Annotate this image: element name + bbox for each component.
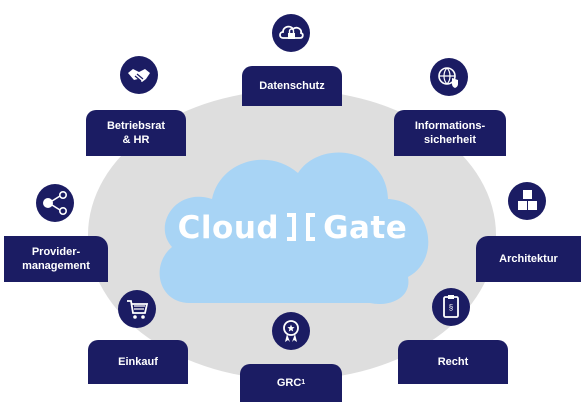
label-recht: Recht	[398, 340, 508, 384]
logo-text-gate: Gate	[323, 210, 408, 246]
cubes-icon	[508, 182, 546, 220]
label-informationssicherheit: Informations-sicherheit	[394, 110, 506, 156]
svg-text:§: §	[449, 303, 453, 312]
label-architektur: Architektur	[476, 236, 581, 282]
clipboard-paragraph-icon: §	[432, 288, 470, 326]
handshake-icon	[120, 56, 158, 94]
bracket-separator-icon	[287, 213, 316, 241]
label-betriebsrat-hr: Betriebsrat& HR	[86, 110, 186, 156]
globe-shield-icon	[430, 58, 468, 96]
cloud-lock-icon	[272, 14, 310, 52]
label-providermanagement: Provider-management	[4, 236, 108, 282]
award-badge-icon	[272, 312, 310, 350]
cloud-gate-logo: Cloud Gate	[150, 210, 435, 246]
label-datenschutz: Datenschutz	[242, 66, 342, 106]
share-network-icon	[36, 184, 74, 222]
label-einkauf: Einkauf	[88, 340, 188, 384]
shopping-cart-icon	[118, 290, 156, 328]
logo-text-cloud: Cloud	[177, 210, 280, 246]
